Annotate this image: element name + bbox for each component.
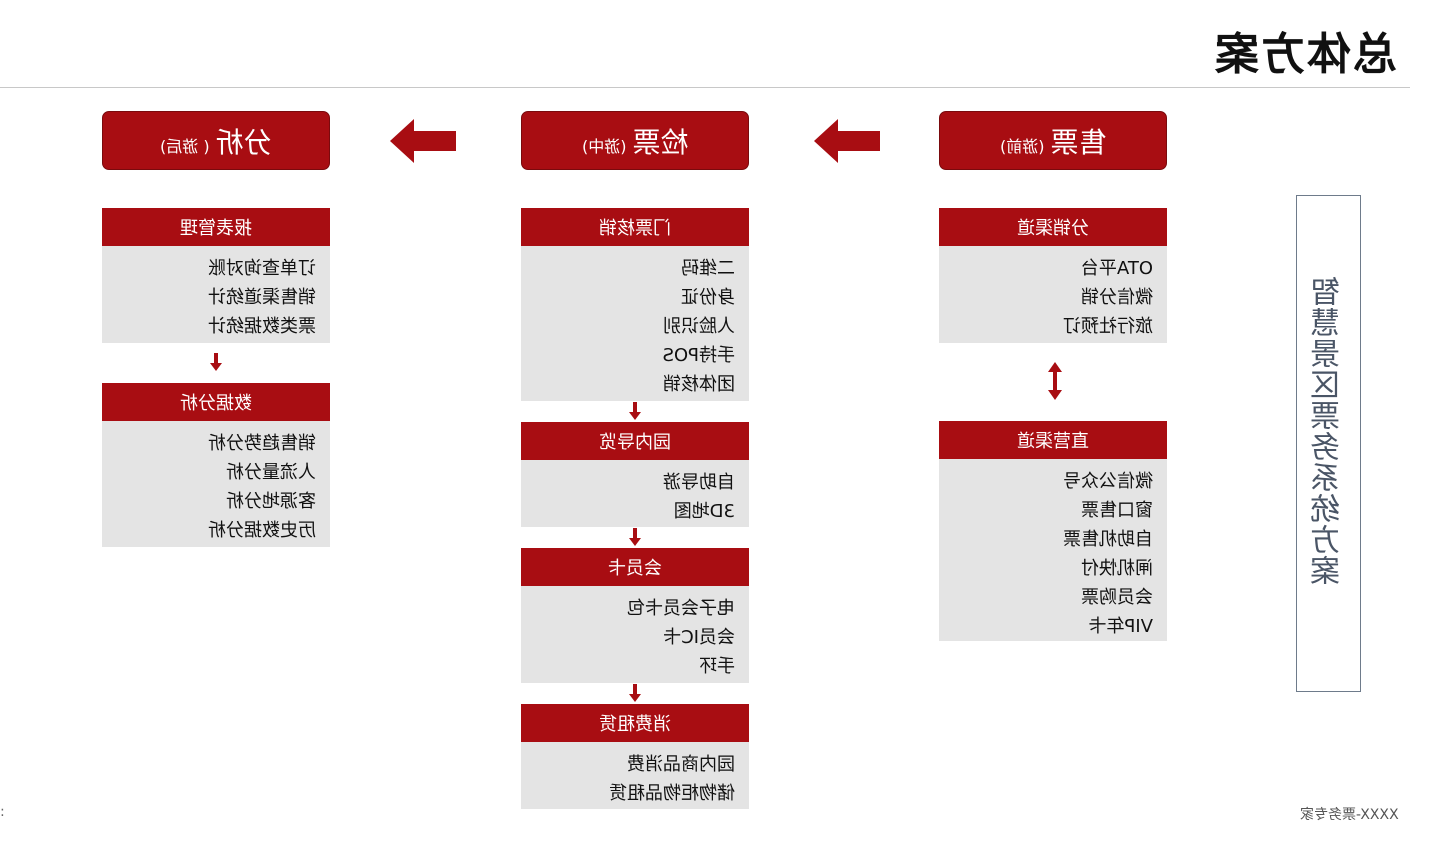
category-items: 订单查询对账 销售渠道统计 票类数据统计	[102, 246, 330, 343]
title-divider	[0, 87, 1410, 88]
list-item: 票类数据统计	[208, 316, 316, 337]
list-item: 闸机快付	[1081, 558, 1153, 579]
category-items: 自助导游 3D地图	[521, 460, 749, 527]
list-item: 自助机售票	[1063, 529, 1153, 550]
phase-header-sell: 售票 (游前)	[939, 111, 1167, 170]
category-title: 数据分析	[180, 393, 252, 414]
arrow-down-icon	[629, 684, 641, 702]
category-items: 园内商品消费 储物柜物品租赁	[521, 742, 749, 809]
phase-header-analysis: 分析 ( 游后)	[102, 111, 330, 170]
category-header: 会员卡	[521, 548, 749, 586]
category-title: 直营渠道	[1017, 431, 1089, 452]
list-item: 销售趋势分析	[208, 433, 316, 454]
list-item: 手环	[699, 656, 735, 677]
arrow-down-icon	[210, 353, 222, 371]
category-items: 二维码 身份证 人脸识别 手持POS 团体核销	[521, 246, 749, 401]
phase-sub-label: ( 游后)	[160, 136, 210, 156]
arrow-down-icon	[629, 402, 641, 420]
list-item: 手持POS	[662, 345, 735, 366]
list-item: 会员IC卡	[663, 627, 735, 648]
list-item: 微信公众号	[1063, 471, 1153, 492]
category-items: OTA平台 微信分销 旅行社预订	[939, 246, 1167, 343]
list-item: 客源地分析	[226, 491, 316, 512]
list-item: OTA平台	[1080, 258, 1153, 279]
page-title: 总体方案	[1213, 29, 1397, 80]
page-number: :	[0, 804, 5, 820]
category-title: 分销渠道	[1017, 218, 1089, 239]
category-items: 销售趋势分析 人流量分析 客源地分析 历史数据分析	[102, 421, 330, 547]
list-item: 会员购票	[1081, 587, 1153, 608]
footer-text: XXXX-票务专家	[1300, 807, 1399, 823]
category-items: 微信公众号 窗口售票 自助机售票 闸机快付 会员购票 VIP年卡	[939, 459, 1167, 641]
list-item: 人流量分析	[226, 462, 316, 483]
category-title: 消费租赁	[599, 714, 671, 735]
list-item: 身份证	[681, 287, 735, 308]
list-item: 微信分销	[1081, 287, 1153, 308]
category-header: 分销渠道	[939, 208, 1167, 246]
phase-sub-label: (游前)	[999, 136, 1045, 156]
list-item: 二维码	[681, 258, 735, 279]
list-item: 自助导游	[663, 472, 735, 493]
list-item: 储物柜物品租赁	[609, 783, 735, 804]
category-header: 数据分析	[102, 383, 330, 421]
list-item: 历史数据分析	[208, 520, 316, 541]
category-title: 报表管理	[180, 218, 252, 239]
phase-sub-label: (游中)	[581, 136, 627, 156]
list-item: 团体核销	[663, 374, 735, 395]
list-item: 园内商品消费	[627, 754, 735, 775]
side-label: 智慧景区票务系统方案	[1310, 276, 1346, 586]
list-item: 旅行社预订	[1063, 316, 1153, 337]
phase-main-label: 检票	[632, 125, 689, 159]
phase-main-label: 分析	[215, 125, 272, 159]
flow-arrow-left-icon	[390, 119, 456, 163]
list-item: VIP年卡	[1088, 616, 1153, 637]
list-item: 销售渠道统计	[208, 287, 316, 308]
category-header: 园内导览	[521, 422, 749, 460]
flow-arrow-left-icon	[814, 119, 880, 163]
category-header: 门票核销	[521, 208, 749, 246]
category-header: 消费租赁	[521, 704, 749, 742]
list-item: 窗口售票	[1081, 500, 1153, 521]
category-title: 会员卡	[608, 558, 662, 579]
category-header: 直营渠道	[939, 421, 1167, 459]
arrow-down-icon	[629, 528, 641, 546]
phase-header-check: 检票 (游中)	[521, 111, 749, 170]
double-arrow-icon	[1048, 362, 1062, 400]
list-item: 3D地图	[673, 501, 735, 522]
list-item: 电子会员卡包	[627, 598, 735, 619]
phase-main-label: 售票	[1050, 125, 1107, 159]
side-label-box: 智慧景区票务系统方案	[1296, 195, 1361, 692]
category-title: 门票核销	[599, 218, 671, 239]
category-items: 电子会员卡包 会员IC卡 手环	[521, 586, 749, 683]
category-title: 园内导览	[599, 432, 671, 453]
list-item: 订单查询对账	[208, 258, 316, 279]
list-item: 人脸识别	[663, 316, 735, 337]
category-header: 报表管理	[102, 208, 330, 246]
